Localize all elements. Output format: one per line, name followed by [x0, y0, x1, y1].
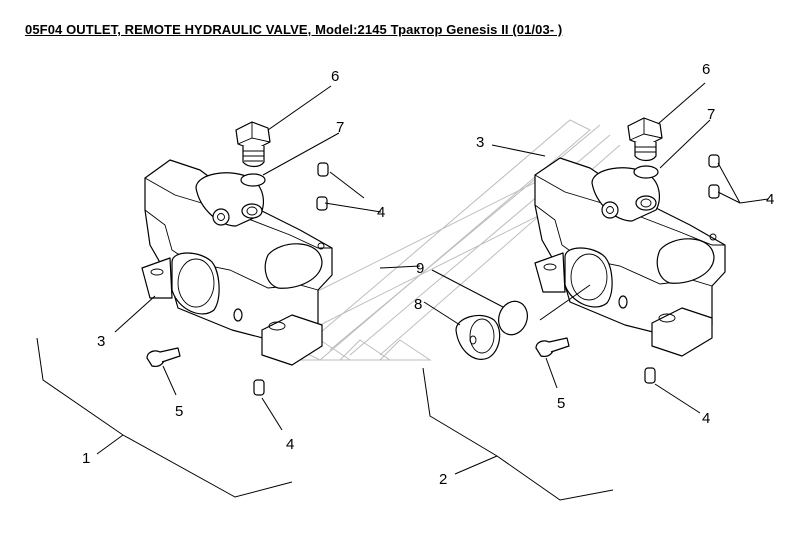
sealing-ring	[498, 300, 528, 336]
callout-2: 2	[439, 471, 447, 488]
callout-6-left: 6	[331, 68, 339, 85]
group-bracket-1	[36, 337, 293, 498]
callout-7-left: 7	[336, 119, 344, 136]
callout-9: 9	[416, 260, 424, 277]
o-ring-left	[240, 173, 266, 187]
callout-4-right-top: 4	[766, 191, 774, 208]
diagram-title: 05F04 OUTLET, REMOTE HYDRAULIC VALVE, Mo…	[25, 22, 563, 37]
valve-body-left	[141, 159, 333, 366]
callout-4-left-top: 4	[377, 204, 385, 221]
leader-lines	[114, 82, 769, 431]
set-screws	[253, 154, 720, 396]
o-ring-right	[633, 165, 659, 179]
callout-1: 1	[82, 450, 90, 467]
callout-5-right: 5	[557, 395, 565, 412]
bolt-left	[235, 121, 271, 168]
small-bolt-right	[535, 337, 570, 357]
plug	[455, 315, 501, 360]
callout-8: 8	[414, 296, 422, 313]
callout-4-left-bottom: 4	[286, 436, 294, 453]
callout-4-right-bottom: 4	[702, 410, 710, 427]
callout-3-right: 3	[476, 134, 484, 151]
callout-7-right: 7	[707, 106, 715, 123]
valve-body-right	[534, 157, 726, 357]
small-bolt-left	[146, 347, 181, 367]
bolt-right	[627, 117, 663, 162]
callout-labels: 1 2 3 3 4 4 4 4 5 5 6 6 7 7 8 9	[82, 61, 774, 488]
callout-6-right: 6	[702, 61, 710, 78]
callout-3-left: 3	[97, 333, 105, 350]
group-bracket-2	[422, 367, 614, 501]
callout-5-left: 5	[175, 403, 183, 420]
